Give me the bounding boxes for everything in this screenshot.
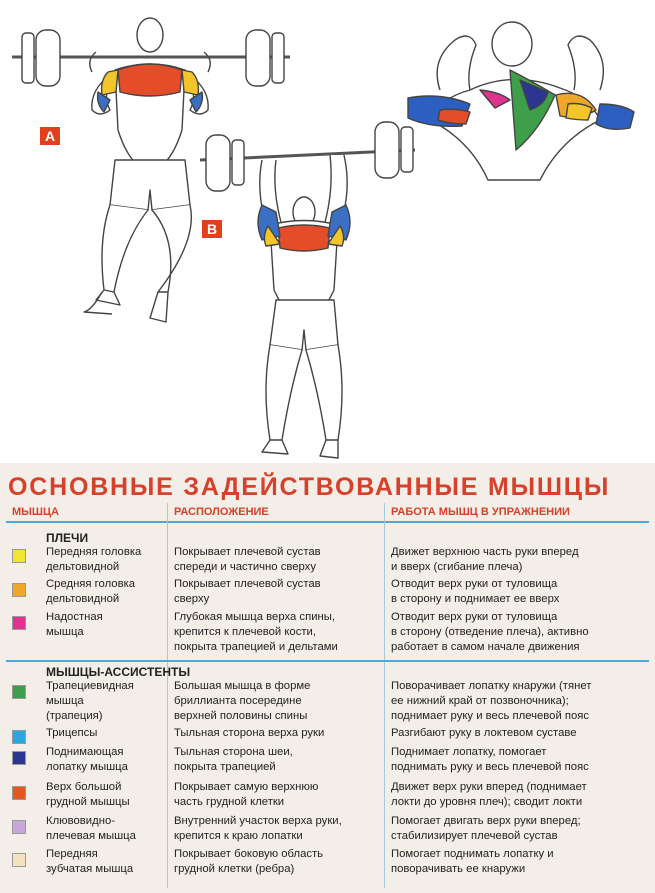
color-swatch (12, 853, 26, 867)
muscle-function: Помогает двигать верх руки вперед; стаби… (391, 815, 581, 842)
muscle-function: Движет верхнюю часть руки вперед и вверх… (391, 546, 579, 573)
group-divider (6, 660, 649, 662)
muscle-name: Передняя зубчатая мышца (46, 848, 134, 875)
muscle-table: Основные задействованные мышцы Мышца Рас… (0, 463, 655, 893)
muscle-function: Поднимает лопатку, помогает поднимать ру… (391, 746, 589, 773)
muscle-location: Глубокая мышца верха спины, крепится к п… (174, 611, 338, 653)
muscle-name: Средняя головка дельтовидной (46, 578, 136, 605)
illustration-drawing (12, 17, 635, 459)
muscle-location: Тыльная сторона верха руки (174, 727, 325, 739)
figure-b (199, 121, 416, 459)
group-title: Мышцы-ассистенты (46, 665, 191, 679)
exercise-illustration: A B (0, 17, 655, 464)
muscle-location: Покрывает самую верхнюю часть грудной кл… (174, 781, 319, 808)
color-swatch (12, 583, 26, 597)
muscle-name: Клювовидно- плечевая мышца (46, 815, 136, 842)
header-divider (6, 521, 649, 523)
header-muscle: Мышца (12, 506, 59, 518)
group-title: Плечи (46, 531, 89, 545)
label-b: B (202, 220, 222, 238)
muscle-function: Помогает поднимать лопатку и поворачиват… (391, 848, 554, 875)
muscle-function: Отводит верх руки от туловища в сторону … (391, 578, 560, 605)
figure-a (12, 17, 290, 323)
header-function: Работа мышц в упражнении (391, 506, 570, 518)
muscle-name: Верх большой грудной мышцы (46, 781, 130, 808)
color-swatch (12, 685, 26, 699)
muscle-function: Поворачивает лопатку кнаружи (тянет ее н… (391, 680, 592, 722)
muscle-location: Покрывает плечевой сустав сверху (174, 578, 321, 605)
muscle-location: Большая мышца в форме бриллианта посеред… (174, 680, 311, 722)
muscle-location: Внутренний участок верха руки, крепится … (174, 815, 342, 842)
muscle-location: Покрывает боковую область грудной клетки… (174, 848, 324, 875)
table-title: Основные задействованные мышцы (8, 473, 611, 501)
color-swatch (12, 820, 26, 834)
color-swatch (12, 549, 26, 563)
color-swatch (12, 751, 26, 765)
muscle-name: Передняя головка дельтовидной (46, 546, 142, 573)
color-swatch (12, 730, 26, 744)
header-location: Расположение (174, 506, 269, 518)
muscle-function: Разгибают руку в локтевом суставе (391, 727, 577, 739)
label-a: A (40, 127, 60, 145)
muscle-function: Отводит верх руки от туловища в сторону … (391, 611, 589, 653)
muscle-name: Трицепсы (46, 727, 98, 739)
column-divider-1 (167, 503, 168, 888)
muscle-name: Поднимающая лопатку мышца (46, 746, 128, 773)
muscle-name: Трапециевидная мышца (трапеция) (46, 680, 134, 722)
muscle-name: Надостная мышца (46, 611, 103, 638)
color-swatch (12, 786, 26, 800)
column-divider-2 (384, 503, 385, 888)
muscle-location: Покрывает плечевой сустав спереди и част… (174, 546, 321, 573)
figure-back (407, 21, 635, 181)
muscle-function: Движет верх руки вперед (поднимает локти… (391, 781, 587, 808)
color-swatch (12, 616, 26, 630)
muscle-location: Тыльная сторона шеи, покрыта трапецией (174, 746, 293, 773)
